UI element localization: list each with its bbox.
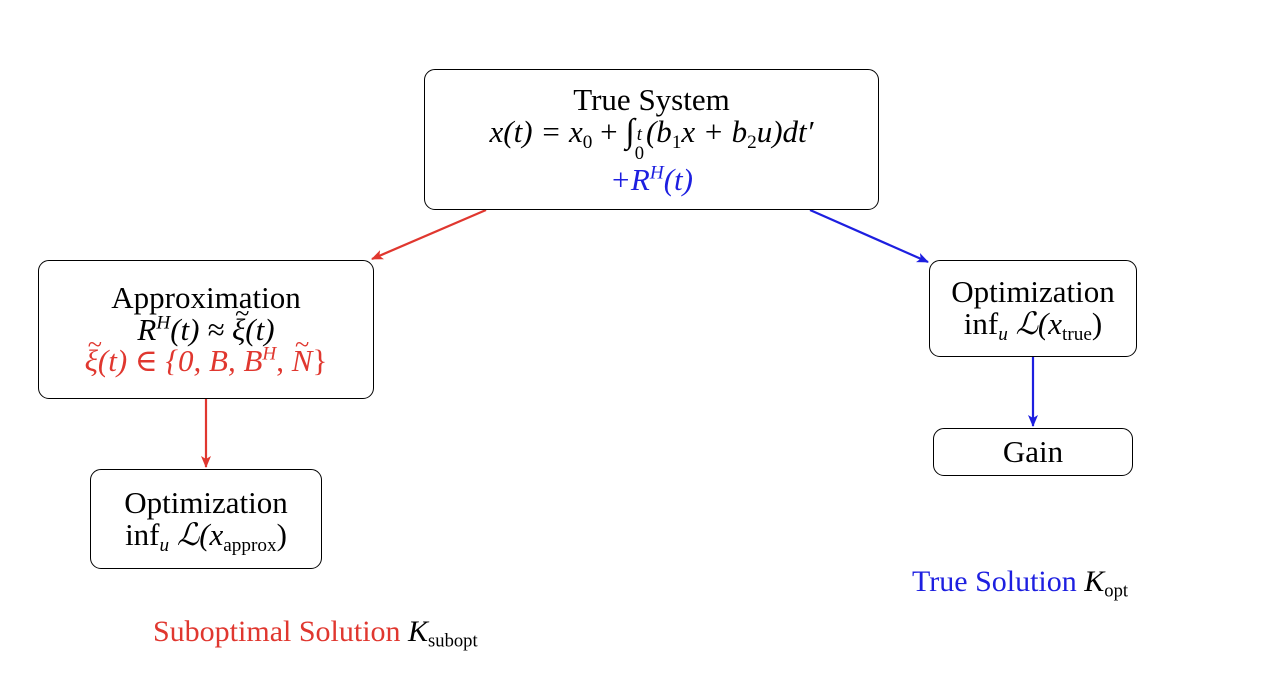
true-system-noise-term: +RH(t) xyxy=(610,161,693,197)
optimization-approx-node: Optimization infu ℒ(xapprox) xyxy=(90,469,322,569)
true-solution-symbol: K xyxy=(1084,565,1105,598)
true-solution-caption: True Solution Kopt xyxy=(912,565,1129,602)
approximation-set: ξ(t) ∈ {0, B, BH, N} xyxy=(85,332,328,377)
gain-title: Gain xyxy=(1002,434,1064,470)
suboptimal-solution-label: Suboptimal Solution xyxy=(153,615,401,648)
suboptimal-solution-subscript: subopt xyxy=(428,630,478,652)
suboptimal-solution-caption: Suboptimal Solution Ksubopt xyxy=(153,615,478,652)
optimization-true-objective: infu ℒ(xtrue) xyxy=(963,306,1103,345)
edge-true-to-approximation xyxy=(371,208,487,261)
gain-node: Gain xyxy=(933,428,1133,476)
optimization-approx-objective: infu ℒ(xapprox) xyxy=(125,516,287,556)
true-system-title: True System xyxy=(573,81,730,117)
approximation-relation: RH(t) ≈ ξ(t) xyxy=(137,301,274,346)
optimization-true-node: Optimization infu ℒ(xtrue) xyxy=(929,260,1137,357)
optimization-approx-title: Optimization xyxy=(124,484,288,520)
approximation-title: Approximation xyxy=(111,280,301,316)
approximation-node: Approximation RH(t) ≈ ξ(t) ξ(t) ∈ {0, B,… xyxy=(38,260,374,399)
suboptimal-solution-symbol: K xyxy=(408,615,429,648)
optimization-true-title: Optimization xyxy=(951,274,1115,310)
edge-true-to-optimization xyxy=(809,208,929,264)
true-solution-subscript: opt xyxy=(1104,580,1129,602)
true-solution-label: True Solution xyxy=(912,565,1077,598)
